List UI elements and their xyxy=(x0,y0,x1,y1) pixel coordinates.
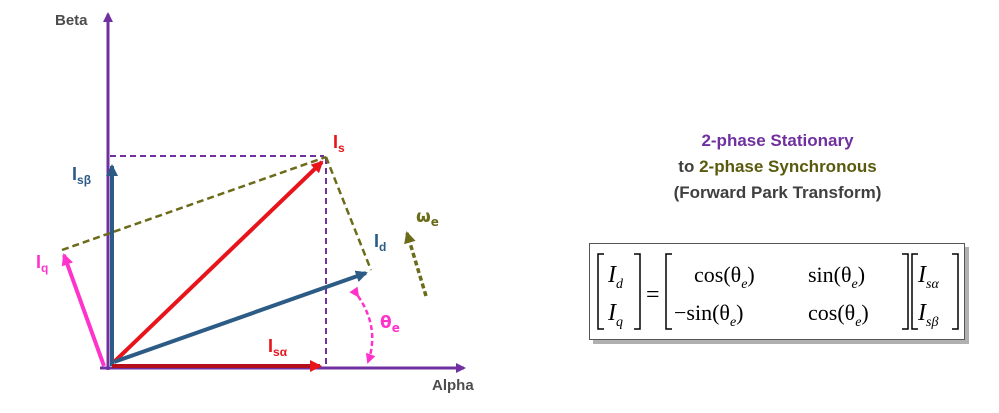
title-line-3: (Forward Park Transform) xyxy=(673,183,882,202)
i-q-label: Iq xyxy=(36,252,48,275)
transform-title: 2-phase Stationary to 2-phase Synchronou… xyxy=(600,128,955,206)
rhs-left-bracket xyxy=(911,253,918,330)
lhs-left-bracket xyxy=(597,253,604,330)
equals-sign: = xyxy=(646,282,660,308)
alpha-axis-label: Alpha xyxy=(432,377,474,394)
omega-rotation-arrow xyxy=(404,231,428,297)
beta-axis-label: Beta xyxy=(55,12,88,29)
theta-arc xyxy=(349,286,376,364)
i-s-vector xyxy=(112,160,324,364)
title-line-2-prefix: to xyxy=(678,157,700,176)
park-transform-equation: Id Iq = cos(θe) sin(θe) −sin(θe) cos(θe)… xyxy=(589,243,965,340)
vector-diagram: Beta Alpha Is Isβ Isα Id Iq ωe θe xyxy=(36,12,474,394)
d-projection-dashed xyxy=(324,156,373,271)
matrix-m21: −sin(θe) xyxy=(674,300,744,330)
lhs-right-bracket xyxy=(634,253,641,330)
title-line-2-highlight: 2-phase Synchronous xyxy=(699,157,877,176)
rhs-bottom: Isβ xyxy=(917,300,938,330)
lhs-top: Id xyxy=(607,262,624,292)
q-projection-dashed xyxy=(61,155,327,252)
i-s-alpha-label: Isα xyxy=(268,336,288,359)
theta-e-label: θe xyxy=(380,313,400,335)
i-d-vector xyxy=(113,270,368,364)
title-line-1: 2-phase Stationary xyxy=(701,131,854,150)
lhs-bottom: Iq xyxy=(607,300,623,330)
matrix-m11: cos(θe) xyxy=(694,262,755,292)
equation-svg: Id Iq = cos(θe) sin(θe) −sin(θe) cos(θe)… xyxy=(597,253,959,330)
i-d-label: Id xyxy=(374,231,386,254)
i-s-label: Is xyxy=(333,132,345,155)
omega-e-label: ωe xyxy=(416,207,439,229)
rhs-top: Isα xyxy=(917,262,939,292)
rhs-right-bracket xyxy=(952,253,959,330)
i-q-vector xyxy=(61,253,106,367)
matrix-m12: sin(θe) xyxy=(808,262,865,292)
matrix-m22: cos(θe) xyxy=(808,300,869,330)
i-s-beta-label: Isβ xyxy=(72,164,91,187)
matrix-left-bracket xyxy=(665,253,672,330)
title-line-2: to 2-phase Synchronous xyxy=(600,154,955,180)
matrix-right-bracket xyxy=(902,253,909,330)
